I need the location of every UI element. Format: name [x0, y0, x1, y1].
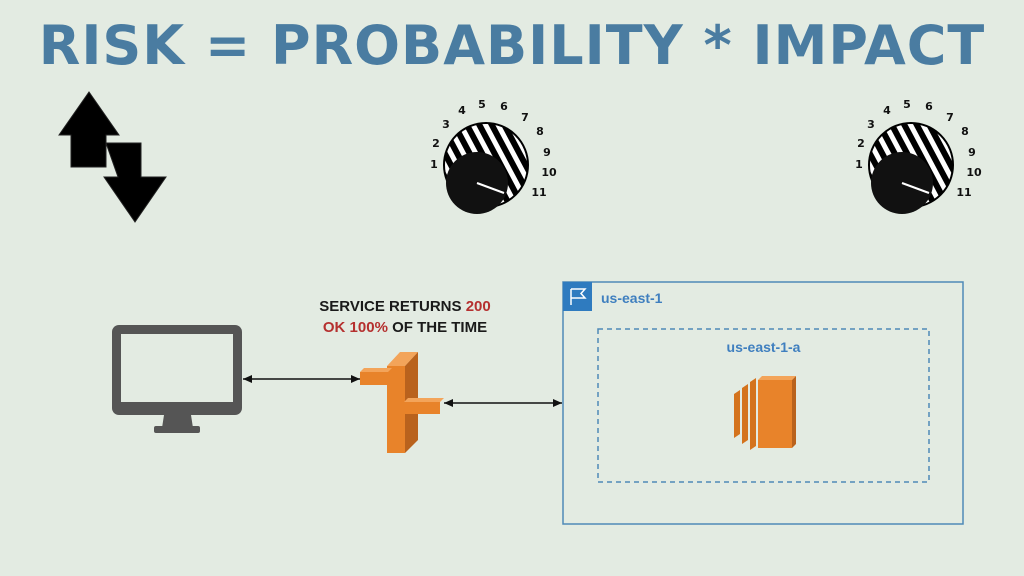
knob-tick: 6 [500, 100, 508, 113]
knob-tick: 5 [478, 98, 486, 111]
knob-tick: 10 [541, 166, 557, 179]
knob-pointer [901, 182, 930, 194]
knob-tick: 11 [531, 186, 546, 199]
status-percent: OK 100% [322, 319, 388, 336]
knob-tick: 2 [857, 137, 865, 150]
impact-knob[interactable]: 1 2 3 4 5 6 7 8 9 10 11 [836, 88, 990, 240]
callout-line-1: SERVICE RETURNS 200 [300, 296, 510, 317]
status-code: 200 [465, 298, 491, 315]
knob-tick: 1 [855, 158, 863, 171]
knob-scale: 1 2 3 4 5 6 7 8 9 10 11 [430, 98, 557, 199]
knob-tick: 4 [883, 104, 891, 117]
knob-tick: 3 [442, 118, 450, 131]
knob-tick: 10 [966, 166, 982, 179]
knob-tick: 3 [867, 118, 875, 131]
knob-tick: 4 [458, 104, 466, 117]
knob-tick: 11 [956, 186, 971, 199]
callout-text: OF THE TIME [387, 319, 488, 336]
knob-pointer [476, 182, 505, 194]
knob-tick: 2 [432, 137, 440, 150]
probability-knob[interactable]: 1 2 3 4 5 6 7 8 9 10 11 [411, 88, 565, 240]
service-status-callout: SERVICE RETURNS 200 OK 100% OF THE TIME [300, 296, 510, 338]
ec2-instance-icon [734, 376, 796, 450]
region-box [562, 281, 964, 525]
page-title: RISK = PROBABILITY * IMPACT [38, 14, 986, 77]
up-down-arrows-icon [58, 91, 167, 223]
availability-zone-box [597, 328, 930, 483]
monitor-icon [112, 325, 242, 433]
knob-tick: 5 [903, 98, 911, 111]
callout-line-2: OK 100% OF THE TIME [300, 317, 510, 338]
knob-tick: 7 [946, 111, 954, 124]
knob-tick: 8 [961, 125, 969, 138]
flag-icon [570, 288, 587, 305]
knob-tick: 9 [543, 146, 551, 159]
load-balancer-icon [360, 352, 444, 453]
availability-zone-label: us-east-1-a [726, 339, 801, 355]
callout-text: SERVICE RETURNS [319, 298, 466, 315]
knob-tick: 6 [925, 100, 933, 113]
knob-tick: 7 [521, 111, 529, 124]
flag-icon-badge [563, 282, 592, 311]
knob-scale: 1 2 3 4 5 6 7 8 9 10 11 [855, 98, 982, 199]
knob-tick: 8 [536, 125, 544, 138]
region-label: us-east-1 [601, 290, 663, 306]
knob-tick: 9 [968, 146, 976, 159]
knob-tick: 1 [430, 158, 438, 171]
